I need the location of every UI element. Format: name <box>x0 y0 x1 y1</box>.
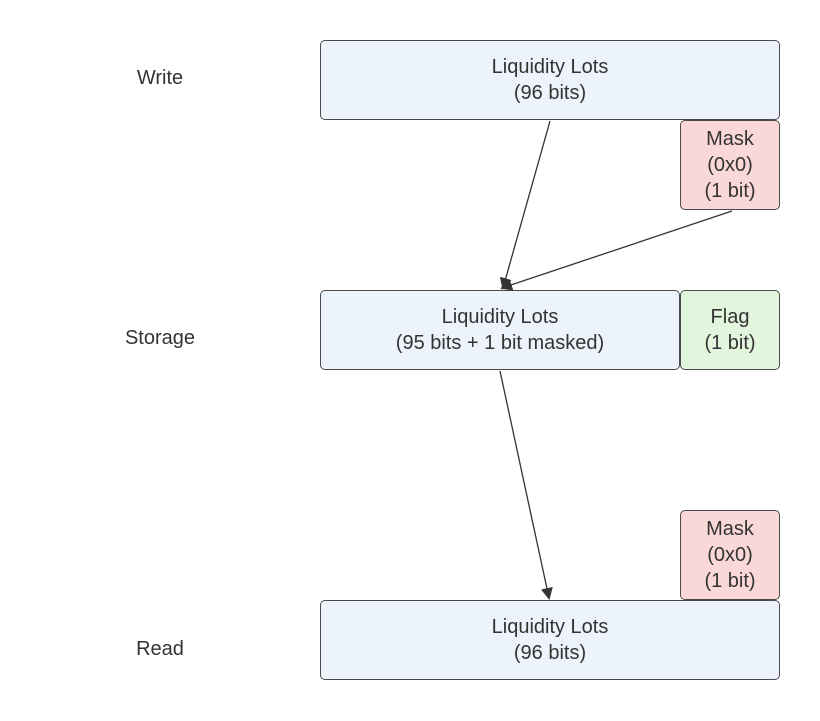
storage-box-bits: (95 bits + 1 bit masked) <box>395 332 605 354</box>
write-liquidity-lots-box: Liquidity Lots (96 bits) <box>320 40 780 120</box>
storage-row-label: Storage <box>124 327 196 349</box>
write-box-bits: (96 bits) <box>513 82 587 104</box>
storage-flag-title: Flag <box>710 306 750 328</box>
write-to-storage-arrow <box>499 120 551 290</box>
read-mask-title: Mask <box>706 518 754 540</box>
write-mask-box: Mask (0x0) (1 bit) <box>680 120 780 210</box>
mask-to-storage-arrow <box>500 210 733 291</box>
storage-box-title: Liquidity Lots <box>441 306 559 328</box>
read-liquidity-lots-box: Liquidity Lots (96 bits) <box>320 600 780 680</box>
read-mask-value: (0x0) <box>707 544 753 566</box>
storage-flag-box: Flag (1 bit) <box>680 290 780 370</box>
write-mask-bits: (1 bit) <box>704 180 756 202</box>
read-mask-bits: (1 bit) <box>704 570 756 592</box>
storage-flag-bits: (1 bit) <box>704 332 756 354</box>
storage-liquidity-lots-box: Liquidity Lots (95 bits + 1 bit masked) <box>320 290 680 370</box>
write-box-title: Liquidity Lots <box>491 56 609 78</box>
storage-to-read-arrow <box>499 370 553 600</box>
read-box-bits: (96 bits) <box>513 642 587 664</box>
read-row-label: Read <box>136 638 184 660</box>
write-mask-value: (0x0) <box>707 154 753 176</box>
write-mask-title: Mask <box>706 128 754 150</box>
read-mask-box: Mask (0x0) (1 bit) <box>680 510 780 600</box>
read-box-title: Liquidity Lots <box>491 616 609 638</box>
write-row-label: Write <box>136 67 184 89</box>
